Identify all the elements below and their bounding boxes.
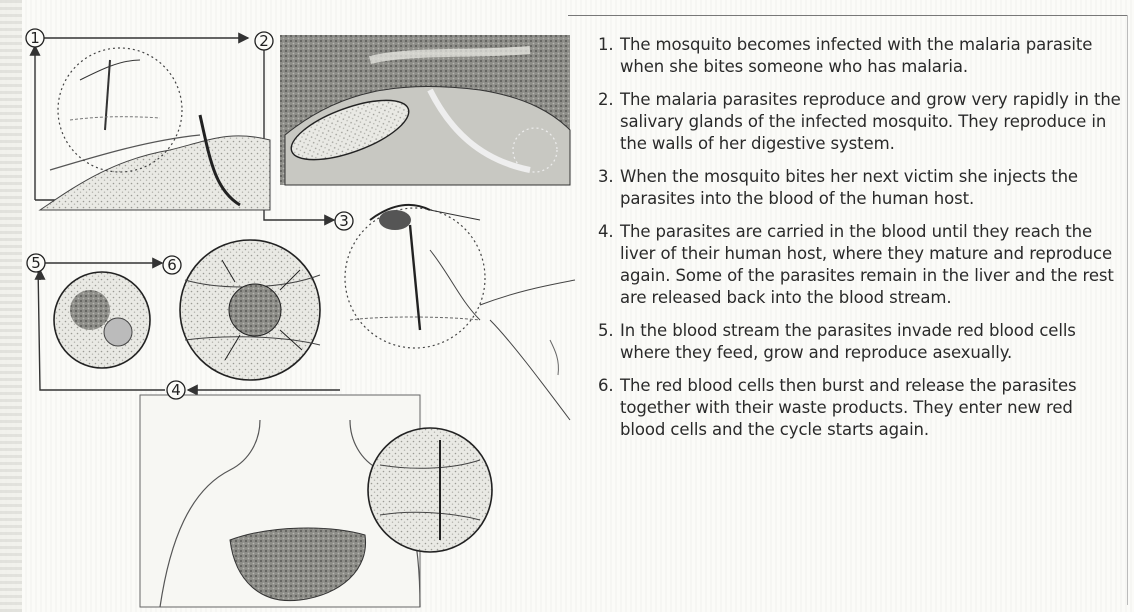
step-number: 1.: [598, 34, 620, 56]
step-text: The mosquito becomes infected with the m…: [620, 34, 1123, 78]
frame-top-rule: [568, 15, 1128, 16]
panel-2-mosquito-gut: [280, 35, 570, 185]
step-text: When the mosquito bites her next victim …: [620, 166, 1123, 210]
panel-5-blood-cells: [54, 272, 150, 368]
marker-2: 2: [255, 32, 273, 50]
step-number: 4.: [598, 221, 620, 243]
marker-3-label: 3: [339, 212, 349, 230]
panel-1-arm-bite: [40, 48, 270, 210]
step-text: In the blood stream the parasites invade…: [620, 320, 1123, 364]
step-text: The malaria parasites reproduce and grow…: [620, 89, 1123, 155]
marker-2-label: 2: [259, 32, 269, 50]
step-text: The parasites are carried in the blood u…: [620, 221, 1123, 309]
step-number: 2.: [598, 89, 620, 111]
marker-1-label: 1: [30, 29, 40, 47]
step-item-2: 2. The malaria parasites reproduce and g…: [598, 89, 1123, 155]
step-item-5: 5. In the blood stream the parasites inv…: [598, 320, 1123, 364]
marker-5: 5: [27, 254, 45, 272]
malaria-life-cycle-diagram: 1 2 3 4 5: [10, 20, 580, 608]
step-item-4: 4. The parasites are carried in the bloo…: [598, 221, 1123, 309]
step-number: 6.: [598, 375, 620, 397]
panel-4-human-liver: [140, 395, 580, 607]
panel-3-mosquito-bite: [345, 205, 575, 420]
step-item-1: 1. The mosquito becomes infected with th…: [598, 34, 1123, 78]
marker-1: 1: [26, 29, 44, 47]
step-item-6: 6. The red blood cells then burst and re…: [598, 375, 1123, 441]
step-text: The red blood cells then burst and relea…: [620, 375, 1123, 441]
marker-6: 6: [163, 256, 181, 274]
marker-5-label: 5: [31, 254, 41, 272]
life-cycle-steps: 1. The mosquito becomes infected with th…: [598, 34, 1123, 441]
marker-6-label: 6: [167, 256, 177, 274]
frame-right-rule: [1127, 15, 1128, 605]
step-number: 5.: [598, 320, 620, 342]
step-number: 3.: [598, 166, 620, 188]
marker-4-label: 4: [171, 381, 181, 399]
marker-3: 3: [335, 212, 353, 230]
step-item-3: 3. When the mosquito bites her next vict…: [598, 166, 1123, 210]
marker-4: 4: [167, 381, 185, 399]
panel-6-burst-cell: [180, 240, 320, 380]
